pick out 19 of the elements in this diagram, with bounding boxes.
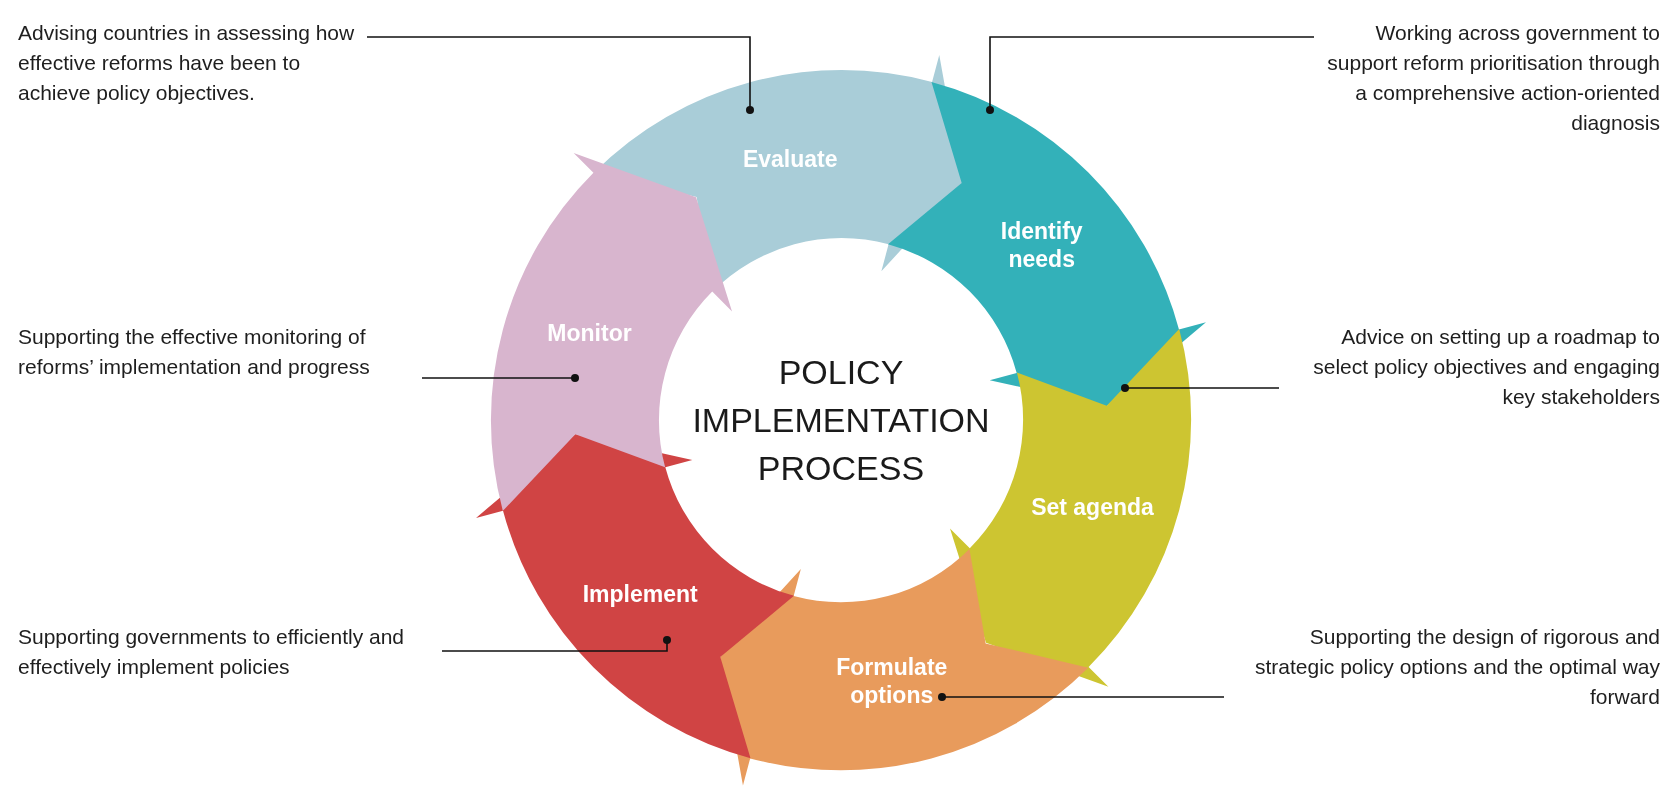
center-title: POLICY IMPLEMENTATION PROCESS: [681, 348, 1001, 492]
step-label: Identify needs: [999, 217, 1084, 274]
step-label: Evaluate: [741, 144, 839, 173]
description-text: Supporting the effective monitoring of reforms’ implementation and progress: [18, 322, 418, 382]
leader-line: [441, 636, 671, 652]
leader-line: [366, 36, 754, 114]
description-text: Supporting the design of rigorous and strategic policy options and the optimal way forward: [1230, 622, 1660, 712]
description-text: Advice on setting up a roadmap to select policy objectives and engaging key stakeholders: [1285, 322, 1660, 412]
step-label: Monitor: [546, 319, 633, 348]
leader-line: [1121, 384, 1280, 392]
description-text: Advising countries in assessing how effective reforms have been to achieve policy objectives.: [18, 18, 363, 108]
step-label: Implement: [581, 580, 699, 609]
description-text: Supporting governments to efficiently and effectively implement policies: [18, 622, 438, 682]
leader-line: [421, 374, 579, 382]
description-text: Working across government to support reform prioritisation through a comprehensive action-oriented diagnosis: [1320, 18, 1660, 138]
leader-line: [986, 36, 1315, 114]
leader-line: [938, 693, 1225, 701]
step-label: Set agenda: [1030, 492, 1155, 521]
step-label: Formulate options: [835, 653, 949, 710]
